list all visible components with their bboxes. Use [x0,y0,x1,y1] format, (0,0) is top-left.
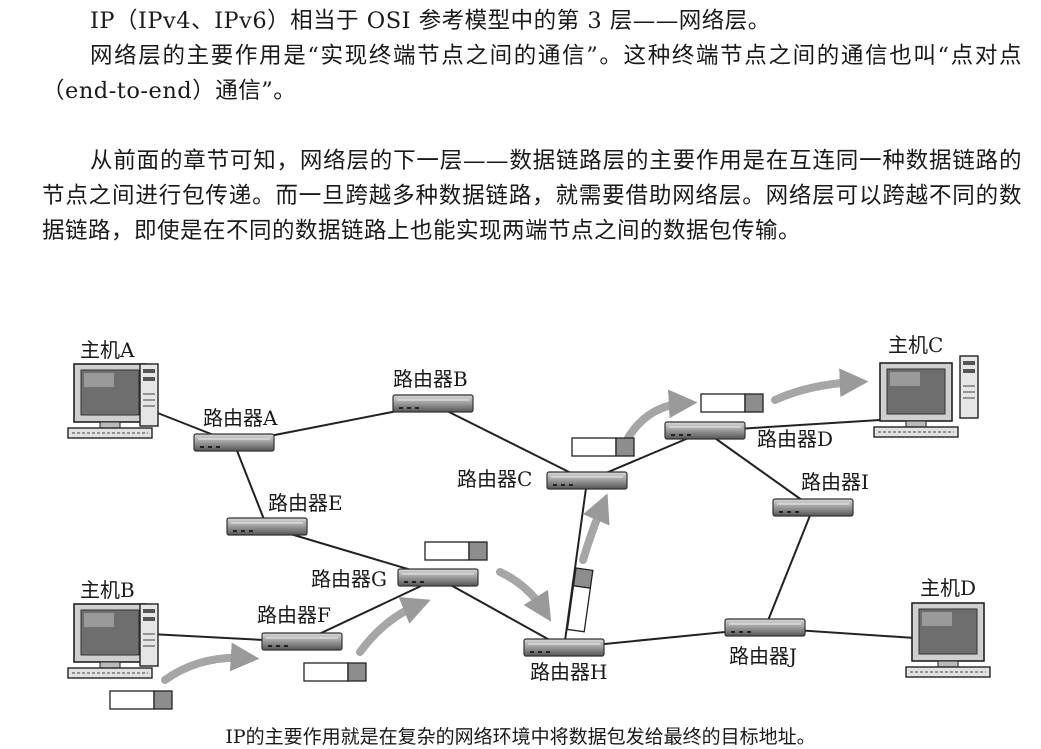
router-e-label: 路由器E [268,491,343,515]
router-i-device [773,499,853,516]
router-j-device [725,619,805,636]
packet-icon [701,394,763,412]
router-e-device [227,518,307,535]
host-d-label: 主机D [920,576,976,600]
packet-icon [567,568,592,632]
packet-icon [304,663,366,681]
host-b-computer-icon [68,604,158,678]
packet-icon [110,691,172,709]
figure-caption: IP的主要作用就是在复杂的网络环境中将数据包发给最终的目标地址。 [0,722,1041,749]
host-b-label: 主机B [80,578,135,602]
router-d-label: 路由器D [757,427,833,451]
router-h-label: 路由器H [530,660,607,684]
router-a-device [194,434,274,451]
host-a-label: 主机A [80,338,135,362]
router-f-label: 路由器F [257,603,331,627]
host-a-computer-icon [68,364,158,438]
router-a-label: 路由器A [203,406,278,430]
router-c-label: 路由器C [457,467,532,491]
host-c-computer-icon [874,356,978,437]
router-g-label: 路由器G [311,567,387,591]
router-g-device [398,569,478,586]
packet-icon [425,542,487,560]
host-c-label: 主机C [888,333,943,357]
router-d-device [665,422,745,439]
router-i-label: 路由器I [801,470,869,494]
router-b-device [393,395,473,412]
router-j-label: 路由器J [729,644,797,668]
router-b-label: 路由器B [393,367,468,391]
host-d-computer-icon [906,603,990,677]
packet-icon [572,438,634,456]
router-h-device [524,639,604,656]
router-f-device [262,633,342,650]
router-c-device [547,472,627,489]
